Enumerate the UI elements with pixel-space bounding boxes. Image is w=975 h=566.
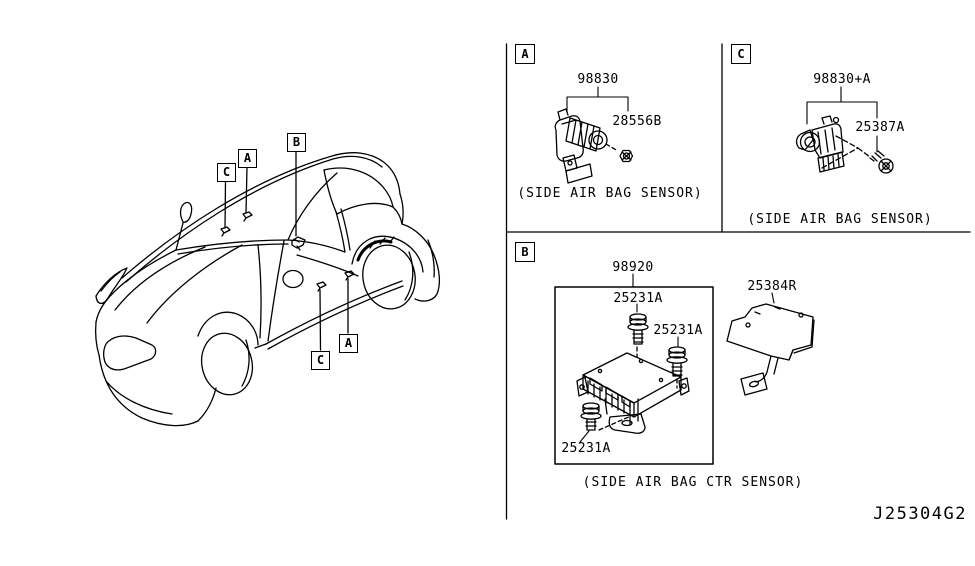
section-a-letter-box: A <box>515 44 535 64</box>
part-number-25384r: 25384R <box>747 279 797 294</box>
airbag-ctr-sensor-module <box>576 352 690 434</box>
section-c-caption: (SIDE AIR BAG SENSOR) <box>747 212 933 227</box>
sensor-mark-a-roof <box>242 211 253 222</box>
bracket-25384r <box>726 292 815 396</box>
part-number-25231a-1: 25231A <box>613 291 663 306</box>
section-a-drawing <box>554 86 634 184</box>
section-b-drawing <box>554 273 815 465</box>
car-callout-a-roof: A <box>238 149 257 168</box>
part-number-98830: 98830 <box>577 72 619 87</box>
section-c-letter-box: C <box>731 44 751 64</box>
car-illustration <box>94 152 441 427</box>
part-number-25387a: 25387A <box>855 120 905 135</box>
part-frame-box <box>554 286 714 465</box>
part-number-25231a-3: 25231A <box>561 441 611 456</box>
car-callout-b-roof: B <box>287 133 306 152</box>
bolt-25231a-1 <box>627 313 649 345</box>
section-b-letter-box: B <box>515 242 535 262</box>
bolt-25231a-3 <box>580 402 602 431</box>
sensor-mark-a-quarter <box>344 270 355 281</box>
part-number-98920: 98920 <box>612 260 654 275</box>
part-number-25231a-2: 25231A <box>653 323 703 338</box>
sensor-mark-b-pillar <box>291 236 306 251</box>
car-callout-c-door: C <box>311 351 330 370</box>
car-leader-lines <box>224 150 349 351</box>
side-airbag-sensor-a <box>554 108 608 184</box>
car-callout-a-quarter: A <box>339 334 358 353</box>
section-a-caption: (SIDE AIR BAG SENSOR) <box>517 186 703 201</box>
side-airbag-sensor-c <box>795 115 845 173</box>
screw-25387a <box>869 150 894 174</box>
nut-28556b <box>619 149 634 163</box>
diagram-code: J25304G2 <box>873 504 967 524</box>
part-number-28556b: 28556B <box>612 114 662 129</box>
part-number-98830a: 98830+A <box>813 72 871 87</box>
bolt-25231a-2 <box>666 346 688 377</box>
section-b-caption: (SIDE AIR BAG CTR SENSOR) <box>582 475 804 490</box>
section-c-drawing <box>795 86 894 174</box>
sensor-mark-c-door <box>316 281 327 292</box>
panel-dividers <box>505 43 971 520</box>
car-sensor-marks <box>220 211 355 292</box>
car-callout-c-roof: C <box>217 163 236 182</box>
